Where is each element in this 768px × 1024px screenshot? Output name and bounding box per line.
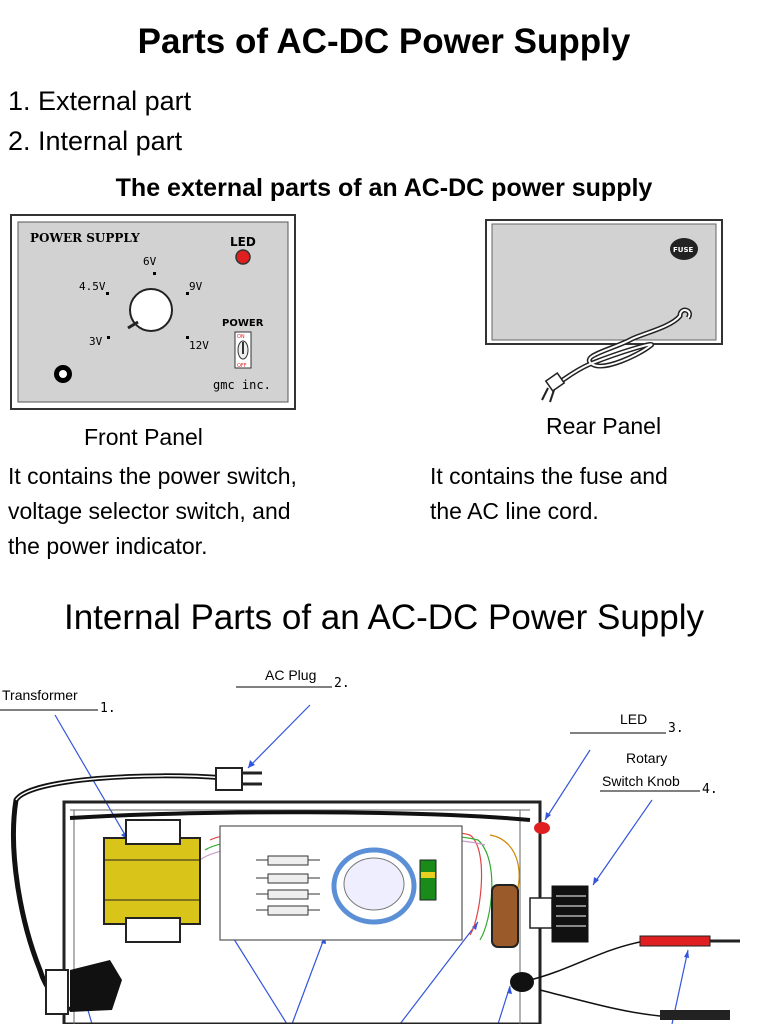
ac-plug-icon (215, 767, 243, 791)
internal-parts-diagram: Transformer 1. AC Plug 2. LED 3. Rotary … (0, 667, 740, 1024)
led-label: LED (230, 235, 256, 249)
label-transformer: Transformer (2, 687, 78, 703)
svg-text:OFF: OFF (237, 363, 247, 369)
brand-label: gmc inc. (213, 378, 271, 392)
power-label: POWER (222, 318, 264, 329)
label-led: LED (620, 711, 647, 727)
fuse-holder-icon (70, 960, 122, 1012)
svg-text:3.: 3. (668, 721, 684, 736)
rear-panel-caption: Rear Panel (546, 413, 662, 439)
rotary-switch-knob-icon (551, 885, 589, 943)
front-panel-diagram: POWER SUPPLY LED 6V 4.5V 9V 3V 12V POWER… (10, 214, 296, 410)
front-desc-line-3: the power indicator. (8, 533, 208, 559)
red-probe-icon (639, 935, 711, 947)
resistor-icon (419, 859, 437, 901)
fuse-label: FUSE (673, 246, 694, 254)
transformer-icon (103, 837, 201, 925)
voltage-12v: 12V (189, 339, 209, 352)
front-desc-line-2: voltage selector switch, and (8, 498, 291, 524)
internal-heading: Internal Parts of an AC-DC Power Supply (63, 598, 704, 637)
rear-desc-line-2: the AC line cord. (430, 498, 599, 524)
fuse-icon (670, 238, 698, 260)
list-item-1: 1. External part (8, 86, 192, 116)
voltage-selector-knob-icon (129, 288, 173, 332)
led-indicator-icon (235, 249, 251, 265)
svg-text:1.: 1. (100, 701, 116, 716)
svg-text:2.: 2. (334, 676, 350, 691)
rear-desc-line-1: It contains the fuse and (430, 463, 668, 489)
list-item-2: 2. Internal part (8, 126, 183, 156)
label-rotary: Rotary (626, 750, 667, 766)
svg-text:ON: ON (237, 334, 245, 340)
svg-text:4.: 4. (702, 782, 718, 797)
page-title: Parts of AC-DC Power Supply (137, 22, 631, 61)
voltage-6v: 6V (143, 255, 157, 268)
label-switch-knob: Switch Knob (602, 773, 680, 789)
front-desc-line-1: It contains the power switch, (8, 463, 297, 489)
rotary-switch-icon (491, 884, 519, 948)
front-panel-description: It contains the power switch, voltage se… (8, 459, 297, 564)
voltage-3v: 3V (89, 335, 103, 348)
rear-panel-diagram: FUSE (485, 219, 723, 403)
front-panel-caption: Front Panel (84, 424, 203, 450)
external-heading: The external parts of an AC-DC power sup… (115, 174, 653, 202)
rear-panel-description: It contains the fuse and the AC line cor… (430, 459, 668, 529)
black-probe-icon (660, 1010, 730, 1020)
voltage-4-5v: 4.5V (79, 280, 106, 293)
power-supply-label: POWER SUPPLY (30, 231, 140, 245)
led-icon (534, 822, 550, 834)
label-ac-plug: AC Plug (265, 667, 316, 683)
voltage-9v: 9V (189, 280, 203, 293)
